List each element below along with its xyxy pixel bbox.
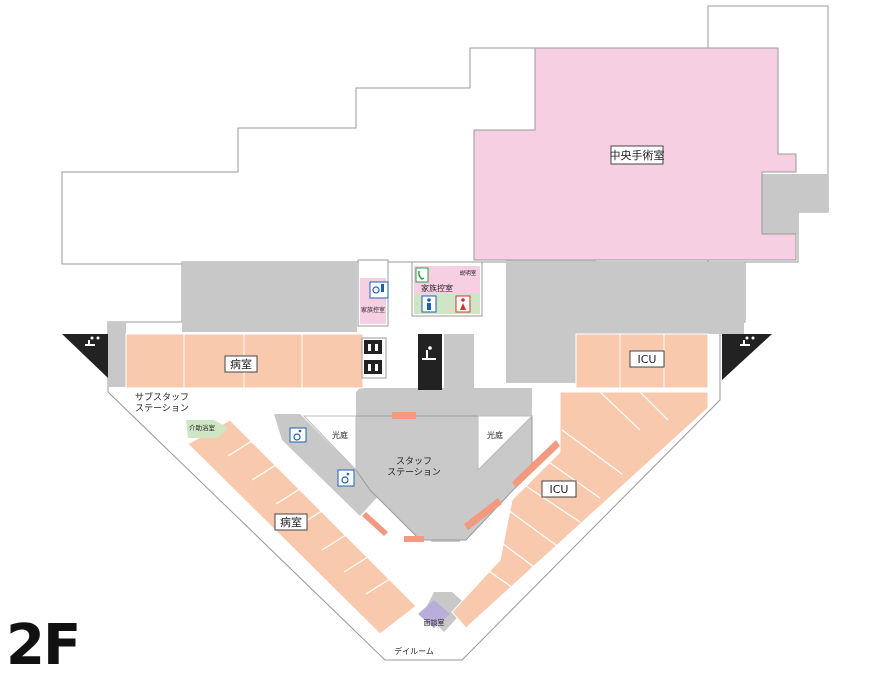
escalator-east-icon — [722, 334, 772, 380]
label-staff-station-2: ステーション — [387, 467, 441, 478]
mens-toilet-icon — [421, 295, 437, 313]
telephone-icon — [415, 267, 429, 283]
elevator-icon — [364, 340, 382, 354]
courtyards — [302, 415, 534, 472]
stairs-icon — [422, 346, 436, 360]
elevator-icon — [364, 360, 382, 374]
escalators — [62, 334, 772, 380]
label-bathing-room: 介助浴室 — [189, 423, 216, 432]
label-family-waiting-side: 家族控室 — [361, 306, 385, 314]
stairs-core — [418, 334, 442, 390]
elevators — [364, 340, 382, 374]
label-courtyard-right: 光庭 — [487, 430, 503, 440]
label-explanation-room: 説明室 — [460, 269, 477, 277]
label-icu-bottom: ICU — [550, 483, 569, 496]
escalator-west-icon — [62, 334, 108, 378]
label-surgery: 中央手術室 — [610, 148, 665, 162]
label-interview-room: 面談室 — [424, 618, 445, 627]
accent-marks — [362, 412, 560, 542]
label-icu-top: ICU — [638, 353, 657, 366]
label-sub-staff-station-1: サブスタッフ — [135, 391, 189, 403]
label-ward-top: 病室 — [230, 357, 252, 371]
label-sub-staff-station-2: ステーション — [135, 403, 189, 414]
bathing-room — [186, 420, 228, 438]
label-courtyard-left: 光庭 — [332, 430, 348, 440]
wheelchair-icon — [337, 469, 355, 487]
womens-toilet-icon — [455, 295, 471, 313]
label-dayroom: デイルーム — [394, 646, 434, 656]
interview-room — [418, 600, 450, 628]
floor-number: 2F — [6, 613, 81, 678]
label-ward-bottom: 病室 — [280, 515, 302, 529]
wheelchair-toilet-icon — [369, 281, 389, 299]
label-family-waiting-top: 家族控室 — [421, 283, 453, 293]
room-labels: 中央手術室 病室 ICU ICU 病室 スタッフ ステーション サブスタッフ ス… — [135, 145, 665, 656]
label-staff-station-1: スタッフ — [396, 456, 432, 467]
ward-dividers — [205, 391, 669, 595]
wheelchair-icon — [289, 427, 307, 443]
